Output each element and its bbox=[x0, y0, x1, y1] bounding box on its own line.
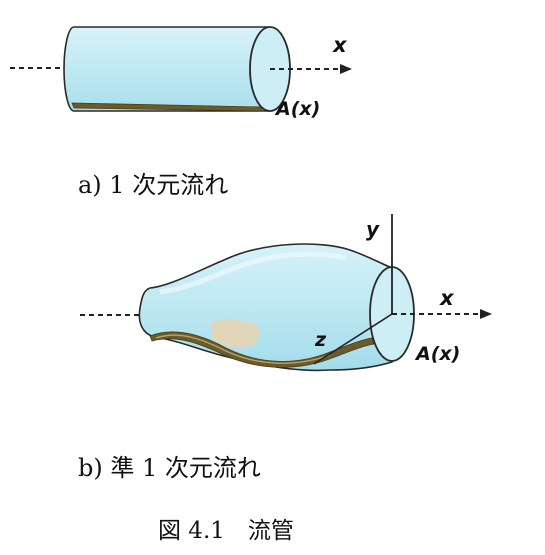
panel-b-inner-patch bbox=[212, 319, 260, 349]
panel-a-bottom-streak bbox=[71, 102, 263, 112]
panel-a-area-label: A(x) bbox=[274, 98, 320, 120]
figure-caption: 図 4.1 流管 bbox=[158, 518, 294, 544]
panel-b-bottom-streak-highlight bbox=[155, 334, 331, 364]
panel-a-axis-x-label: x bbox=[332, 33, 348, 57]
panel-b-area-label: A(x) bbox=[414, 343, 460, 365]
panel-b-axis-x-label: x bbox=[439, 286, 455, 310]
panel-b-quasi-one-dimensional-flow: y x z A(x) bbox=[80, 214, 492, 372]
panel-a-axis-arrowhead bbox=[340, 64, 352, 74]
panel-b-axis-z-label: z bbox=[314, 329, 327, 351]
panel-b-axis-z bbox=[313, 313, 393, 365]
panel-a-caption: a) 1 次元流れ bbox=[78, 171, 229, 199]
panel-b-tube-body bbox=[138, 243, 393, 372]
panel-b-axis-y-label: y bbox=[366, 217, 380, 241]
panel-b-caption: b) 準 1 次元流れ bbox=[78, 454, 261, 482]
panel-b-tube-highlight bbox=[159, 251, 346, 295]
panel-b-axis-x-arrowhead bbox=[480, 309, 492, 319]
panel-a-one-dimensional-flow: x A(x) bbox=[10, 26, 352, 120]
